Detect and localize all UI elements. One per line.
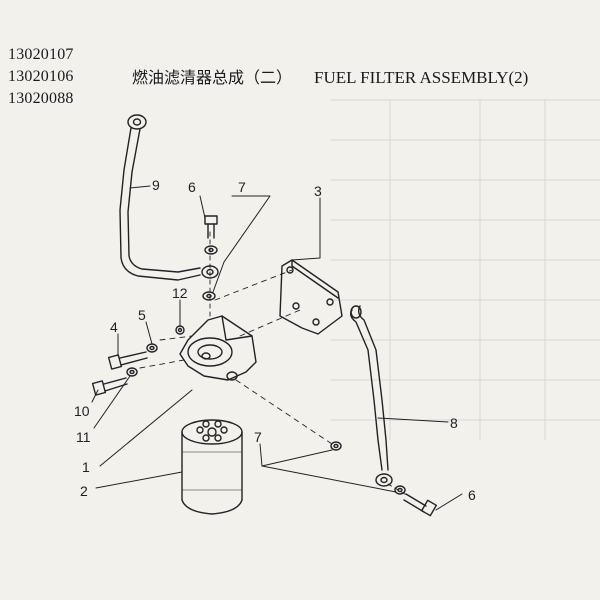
bolt-stack-top (201, 215, 219, 321)
part-number: 13020088 (8, 90, 74, 107)
part-number: 13020106 (8, 68, 74, 85)
fasteners-lower-left (91, 367, 138, 396)
title-english: FUEL FILTER ASSEMBLY(2) (314, 68, 529, 87)
fasteners-lower-right (330, 441, 438, 517)
filter-element-2 (181, 419, 243, 515)
filter-head-1 (179, 315, 257, 381)
callout-5: 5 (138, 307, 146, 323)
callout-3: 3 (314, 183, 322, 199)
callout-labels: 3 7 6 9 12 5 4 10 11 1 2 7 8 6 (74, 177, 476, 503)
callout-11: 11 (76, 429, 91, 445)
bracket-plate-3 (279, 259, 343, 335)
callout-9: 9 (152, 177, 160, 193)
callout-10: 10 (74, 403, 90, 419)
page-title: 燃油滤清器总成（二） FUEL FILTER ASSEMBLY(2) (132, 64, 528, 88)
fuel-pipe-8 (349, 305, 393, 487)
leader-lines (91, 185, 463, 511)
callout-7-top: 7 (238, 179, 246, 195)
callout-6-bottom: 6 (468, 487, 476, 503)
part-number-list: 13020107 13020106 13020088 (8, 44, 74, 110)
callout-8: 8 (450, 415, 458, 431)
callout-12: 12 (172, 285, 188, 301)
title-chinese: 燃油滤清器总成（二） (132, 68, 293, 87)
fuel-pipe-9 (119, 114, 201, 281)
bleed-through-table (330, 99, 600, 440)
callout-2: 2 (80, 483, 88, 499)
fasteners-left (107, 325, 185, 370)
callout-7-bottom: 7 (254, 429, 262, 445)
callout-1: 1 (82, 459, 90, 475)
assembly-lines (139, 269, 333, 445)
part-number: 13020107 (8, 46, 74, 63)
callout-6-top: 6 (188, 179, 196, 195)
callout-4: 4 (110, 319, 118, 335)
